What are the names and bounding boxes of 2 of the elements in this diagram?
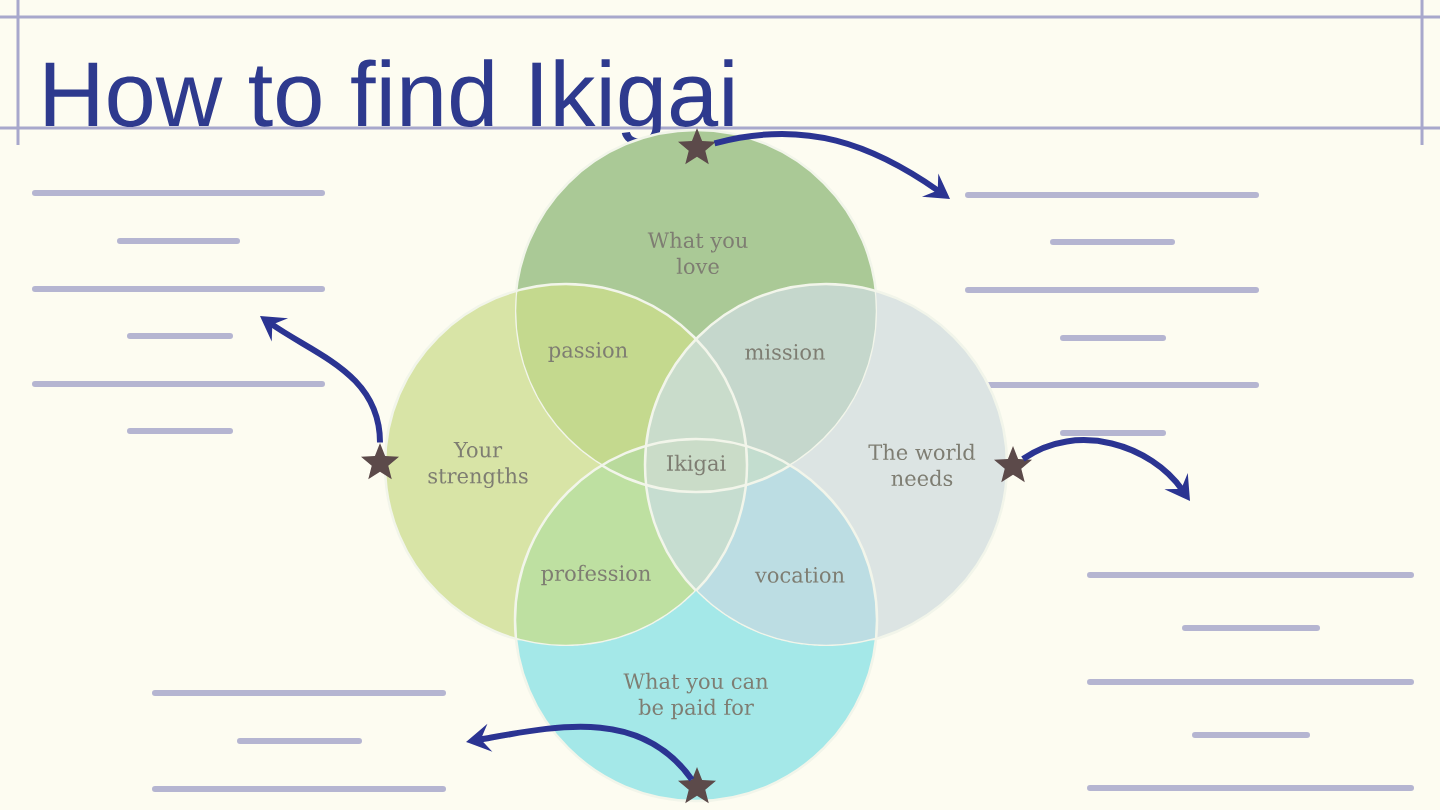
star-icon: [361, 443, 400, 480]
star-icon: [994, 446, 1033, 483]
